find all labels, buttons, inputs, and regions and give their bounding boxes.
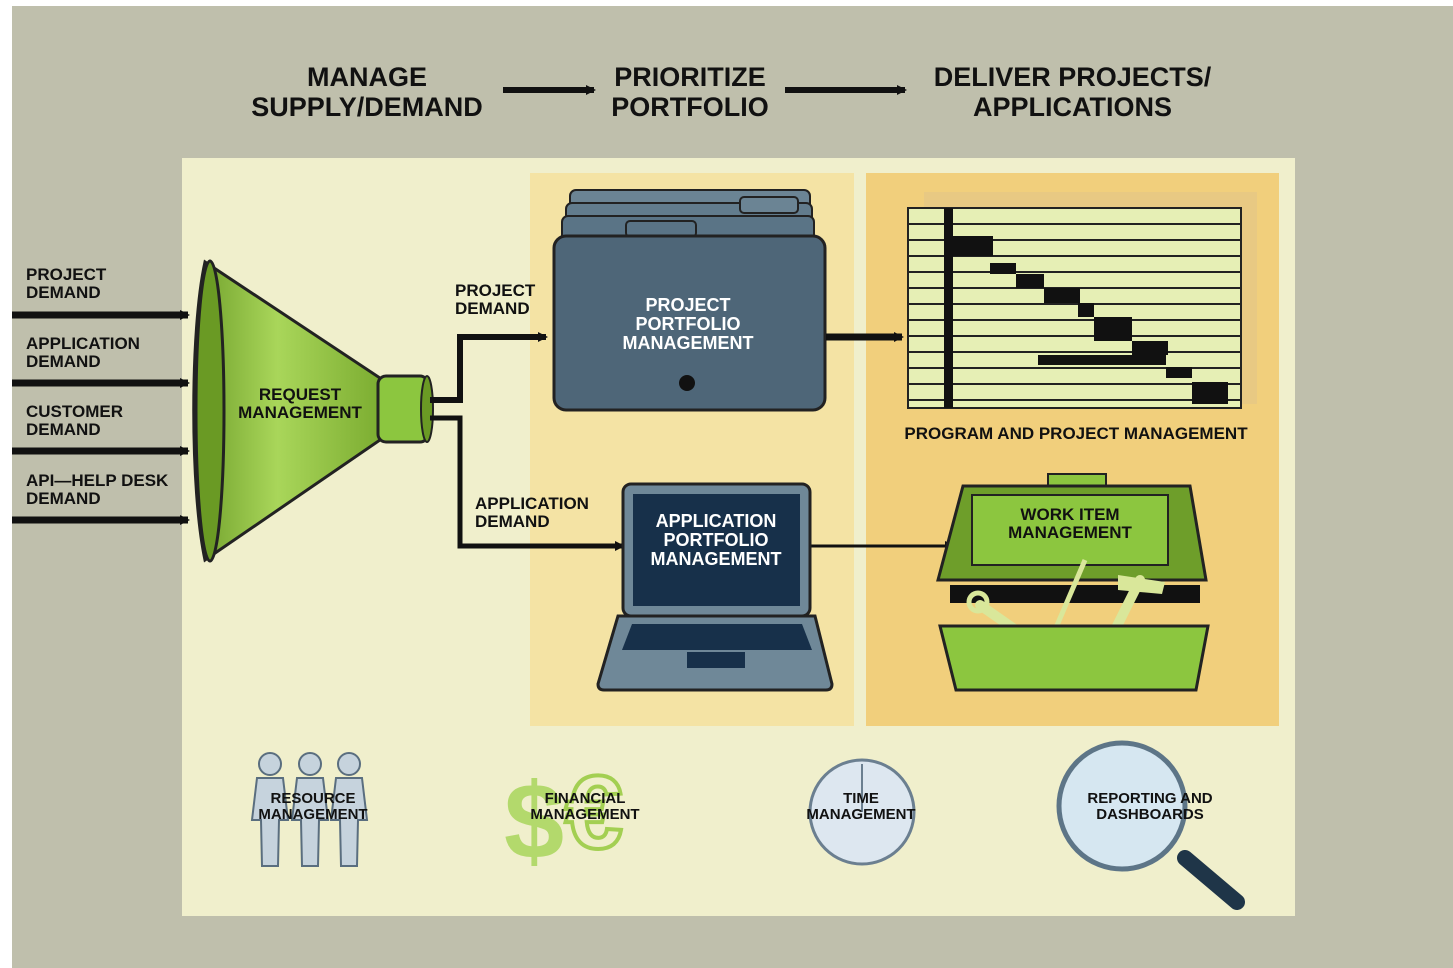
stage-deliver-label: DELIVER PROJECTS/APPLICATIONS bbox=[933, 62, 1212, 122]
magnifier-icon bbox=[1056, 740, 1245, 910]
project-demand-connector bbox=[430, 332, 548, 403]
people-icon bbox=[250, 752, 369, 867]
input-arrows bbox=[12, 310, 190, 525]
funnel-icon bbox=[192, 259, 434, 563]
currency-icon: $ € bbox=[504, 753, 625, 881]
laptop-icon bbox=[596, 482, 834, 692]
program-project-management-label: PROGRAM AND PROJECT MANAGEMENT bbox=[904, 424, 1248, 443]
gantt-chart-icon bbox=[907, 192, 1257, 409]
folder-icon bbox=[552, 189, 827, 412]
toolbox-icon bbox=[936, 473, 1210, 692]
clock-icon bbox=[808, 758, 916, 866]
svg-text:$: $ bbox=[504, 760, 564, 881]
svg-text:€: € bbox=[565, 755, 623, 871]
application-demand-connector bbox=[430, 415, 625, 551]
